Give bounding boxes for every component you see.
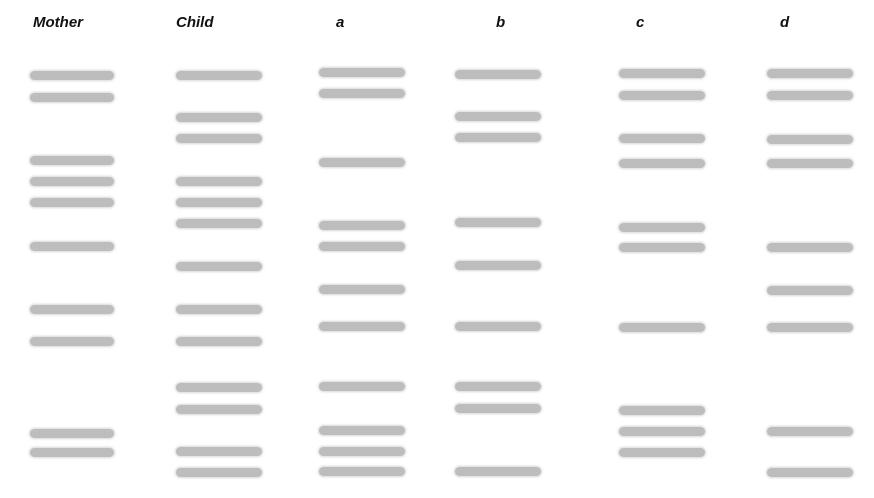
dna-band [455, 218, 541, 227]
dna-band [30, 448, 114, 457]
dna-band [30, 177, 114, 186]
dna-band [176, 305, 262, 314]
dna-band [176, 71, 262, 80]
dna-band [176, 337, 262, 346]
dna-band [455, 382, 541, 391]
dna-band [176, 405, 262, 414]
dna-band [619, 134, 705, 143]
dna-band [30, 198, 114, 207]
dna-band [319, 447, 405, 456]
dna-band [619, 91, 705, 100]
dna-band [30, 242, 114, 251]
dna-band [619, 223, 705, 232]
dna-band [619, 323, 705, 332]
lane-label: c [636, 14, 645, 31]
dna-band [319, 242, 405, 251]
dna-band [619, 406, 705, 415]
dna-band [176, 383, 262, 392]
lane-label: a [336, 14, 345, 31]
dna-band [619, 159, 705, 168]
dna-band [319, 426, 405, 435]
dna-band [30, 429, 114, 438]
dna-band [767, 69, 853, 78]
dna-band [767, 135, 853, 144]
dna-band [455, 261, 541, 270]
dna-band [30, 93, 114, 102]
dna-band [455, 133, 541, 142]
dna-band [319, 322, 405, 331]
dna-band [176, 113, 262, 122]
dna-band [30, 305, 114, 314]
dna-band [455, 70, 541, 79]
dna-band [455, 322, 541, 331]
dna-band [176, 447, 262, 456]
dna-band [319, 221, 405, 230]
dna-band [176, 468, 262, 477]
dna-band [455, 467, 541, 476]
lane-label: Child [176, 14, 214, 31]
lane-label: d [780, 14, 790, 31]
dna-band [619, 69, 705, 78]
dna-band [767, 243, 853, 252]
dna-band [767, 468, 853, 477]
dna-band [319, 68, 405, 77]
dna-band [30, 337, 114, 346]
dna-band [767, 91, 853, 100]
dna-band [455, 404, 541, 413]
dna-band [319, 158, 405, 167]
dna-band [767, 286, 853, 295]
dna-band [30, 71, 114, 80]
dna-band [767, 427, 853, 436]
lane-label: Mother [33, 14, 83, 31]
dna-band [767, 323, 853, 332]
lane-label: b [496, 14, 506, 31]
dna-band [30, 156, 114, 165]
dna-band [319, 382, 405, 391]
dna-band [176, 177, 262, 186]
dna-band [319, 285, 405, 294]
dna-band [176, 262, 262, 271]
dna-band [319, 89, 405, 98]
dna-band [176, 198, 262, 207]
dna-band [619, 448, 705, 457]
dna-band [619, 427, 705, 436]
dna-band [176, 134, 262, 143]
dna-band [319, 467, 405, 476]
dna-band [176, 219, 262, 228]
dna-band [767, 159, 853, 168]
dna-band [619, 243, 705, 252]
dna-band [455, 112, 541, 121]
